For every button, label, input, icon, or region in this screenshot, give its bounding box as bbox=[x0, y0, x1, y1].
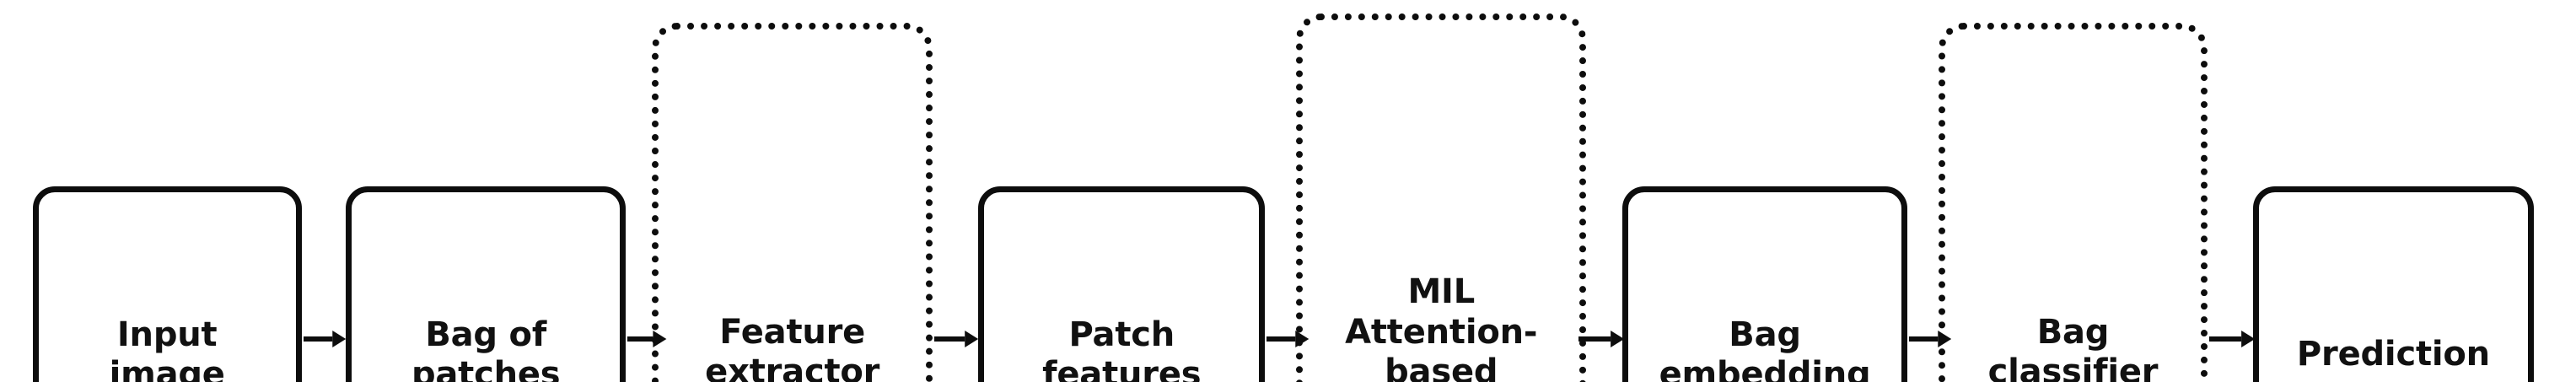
node-bag-of-patches[interactable]: Bag of patches bbox=[345, 186, 627, 382]
node-label-prediction: Prediction bbox=[2296, 335, 2490, 374]
node-prediction[interactable]: Prediction bbox=[2253, 186, 2534, 382]
arrow-mil-to-embedding bbox=[1578, 328, 1624, 350]
node-label-feature-extractor: Feature extractor bbox=[705, 312, 880, 382]
arrow-input-to-bag bbox=[303, 328, 346, 350]
node-feature-extractor[interactable]: Feature extractor bbox=[652, 23, 933, 382]
arrow-embedding-to-classifier bbox=[1909, 328, 1952, 350]
node-patch-features[interactable]: Patch features bbox=[978, 186, 1266, 382]
node-bag-embedding[interactable]: Bag embedding bbox=[1621, 186, 1908, 382]
node-label-input-image: Input image bbox=[109, 315, 225, 382]
arrow-extractor-to-patchfeat bbox=[933, 328, 979, 350]
node-mil-attention-based-model[interactable]: MIL Attention- based model bbox=[1296, 13, 1587, 382]
arrow-bag-to-extractor bbox=[627, 328, 667, 350]
arrow-classifier-to-prediction bbox=[2208, 328, 2256, 350]
node-label-bag-classifier: Bag classifier bbox=[1987, 312, 2159, 382]
arrow-patchfeat-to-mil bbox=[1266, 328, 1310, 350]
node-label-bag-embedding: Bag embedding bbox=[1659, 315, 1871, 382]
node-label-patch-features: Patch features bbox=[1042, 315, 1202, 382]
node-input-image[interactable]: Input image bbox=[32, 186, 302, 382]
node-label-bag-of-patches: Bag of patches bbox=[411, 315, 561, 382]
node-bag-classifier[interactable]: Bag classifier bbox=[1938, 23, 2208, 382]
node-label-mil-attention-based-model: MIL Attention- based model bbox=[1345, 272, 1538, 382]
